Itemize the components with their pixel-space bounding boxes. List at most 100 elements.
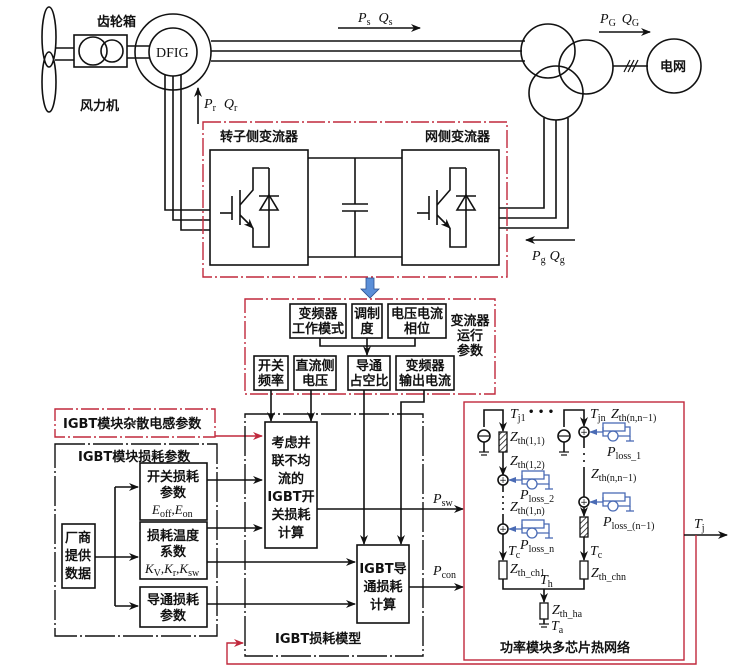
svg-text:+: + [499,525,507,535]
svg-text:参数: 参数 [160,485,187,501]
svg-text:相位: 相位 [404,321,430,337]
zthchn-label: Zth_chn [591,566,626,583]
svg-text:+: + [499,476,507,486]
svg-text:变频器: 变频器 [405,358,445,374]
cond-loss-calc-box: IGBT导 通损耗 计算 [356,544,410,624]
tjn-label: Tjn [590,407,606,424]
params-label-1: 变流器 [450,313,490,329]
svg-text:计算: 计算 [278,525,304,541]
temp-coef-box: 损耗温度 系数 KV,Kr,Ksw [139,521,208,580]
zth12-label: Zth(1,2) [510,454,545,471]
svg-text:通损耗: 通损耗 [363,579,402,595]
zth11-label: Zth(1,1) [510,430,545,447]
svg-text:度: 度 [360,321,374,337]
chipn-chain: + + [557,409,590,580]
gearbox-label: 齿轮箱 [97,14,136,30]
vendor-data-box: 厂商 提供 数据 [61,523,96,589]
svg-text:工作模式: 工作模式 [292,321,344,337]
ta-label: Ta [551,619,564,636]
ploss2-label: Ploss_2 [519,488,554,505]
zth1n-label: Zth(1,n) [510,500,545,517]
igbt-loss-model-group [244,413,424,657]
param-duty: 导通 占空比 [347,355,391,391]
svg-text:+: + [580,498,588,508]
loss-params-group [54,443,218,637]
wind-turbine [41,6,57,113]
svg-text:数据: 数据 [65,566,91,582]
gearbox [73,34,128,68]
tj1-label: Tj1 [510,407,526,424]
param-output-current: 变频器 输出电流 [395,355,455,391]
switch-loss-calc-box: 考虑并 联不均 流的 IGBT开 关损耗 计算 [264,421,318,549]
params-label-2: 运行 [457,328,483,344]
plossn-label: Ploss_n [519,538,554,555]
thermal-network-group [463,401,685,661]
psw-label: Psw [432,492,453,509]
three-phase-mark [623,59,639,73]
svg-text:厂商: 厂商 [65,530,91,546]
svg-text:关损耗: 关损耗 [271,507,310,523]
rotor-side-converter [209,149,309,266]
pcon-label: Pcon [432,564,456,581]
zthnn1-mid-label: Zth(n,n−1) [591,467,636,484]
cond-loss-params-box: 导通损耗 参数 [139,586,208,628]
svg-text:导通: 导通 [356,358,382,374]
svg-text:流的: 流的 [278,471,304,487]
param-dc-voltage: 直流侧 电压 [293,355,337,391]
zthha-label: Zth_ha [552,603,583,620]
svg-text:开关: 开关 [258,358,284,374]
dfig-label: DFIG [156,46,189,61]
svg-text:导通损耗: 导通损耗 [147,592,199,608]
zthnn1-top-label: Zth(n,n−1) [611,407,656,424]
svg-text:调制: 调制 [354,306,380,322]
loss-params-title: IGBT模块损耗参数 [78,449,191,465]
svg-text:计算: 计算 [370,597,396,613]
grid-side-converter [401,149,500,266]
th-label: Th [540,573,553,590]
tc-left-label: Tc [508,544,521,561]
three-winding-transformer [520,23,614,121]
stray-params-box [54,408,216,438]
plossn1-label: Ploss_(n−1) [602,515,654,532]
converter-params-group [244,298,496,395]
rotor-side-converter-label: 转子侧变流器 [220,129,299,145]
switch-loss-params-box: 开关损耗 参数 Eoff,Eon [139,462,208,521]
svg-text:系数: 系数 [160,544,187,560]
svg-text:IGBT导: IGBT导 [359,562,406,577]
grid [646,38,702,94]
svg-text:频率: 频率 [258,373,284,389]
svg-text:联不均: 联不均 [271,453,310,469]
param-phase: 电压电流 相位 [387,303,447,339]
svg-text:电压电流: 电压电流 [391,306,443,322]
converter-boundary [202,121,508,278]
stray-params-label: IGBT模块杂散电感参数 [63,416,202,432]
param-switch-freq: 开关 频率 [253,355,289,391]
svg-text:直流侧: 直流侧 [295,358,334,374]
svg-text:提供: 提供 [65,548,91,564]
svg-text:考虑并: 考虑并 [271,435,310,451]
down-arrow-icon [360,277,380,299]
svg-text:参数: 参数 [160,608,187,624]
ellipsis: • • • [528,407,554,418]
tj-feedback-line [226,535,697,665]
igbt-loss-model-title: IGBT损耗模型 [275,631,361,647]
svg-text:IGBT开: IGBT开 [267,490,314,505]
param-work-mode: 变频器 工作模式 [289,303,347,339]
svg-text:开关损耗: 开关损耗 [147,469,199,485]
svg-text:占空比: 占空比 [349,373,388,389]
svg-text:+: + [580,428,588,438]
zthch1-label: Zth_ch1 [510,562,545,579]
ploss1-source [589,422,634,442]
svg-text:电压: 电压 [302,373,328,389]
grid-side-converter-label: 网侧变流器 [425,129,491,145]
plossn1-source [589,492,634,512]
params-label-3: 参数 [457,343,484,359]
svg-text:损耗温度: 损耗温度 [147,528,200,544]
tj-output-label: Tj [694,517,705,534]
svg-text:变频器: 变频器 [298,306,338,322]
